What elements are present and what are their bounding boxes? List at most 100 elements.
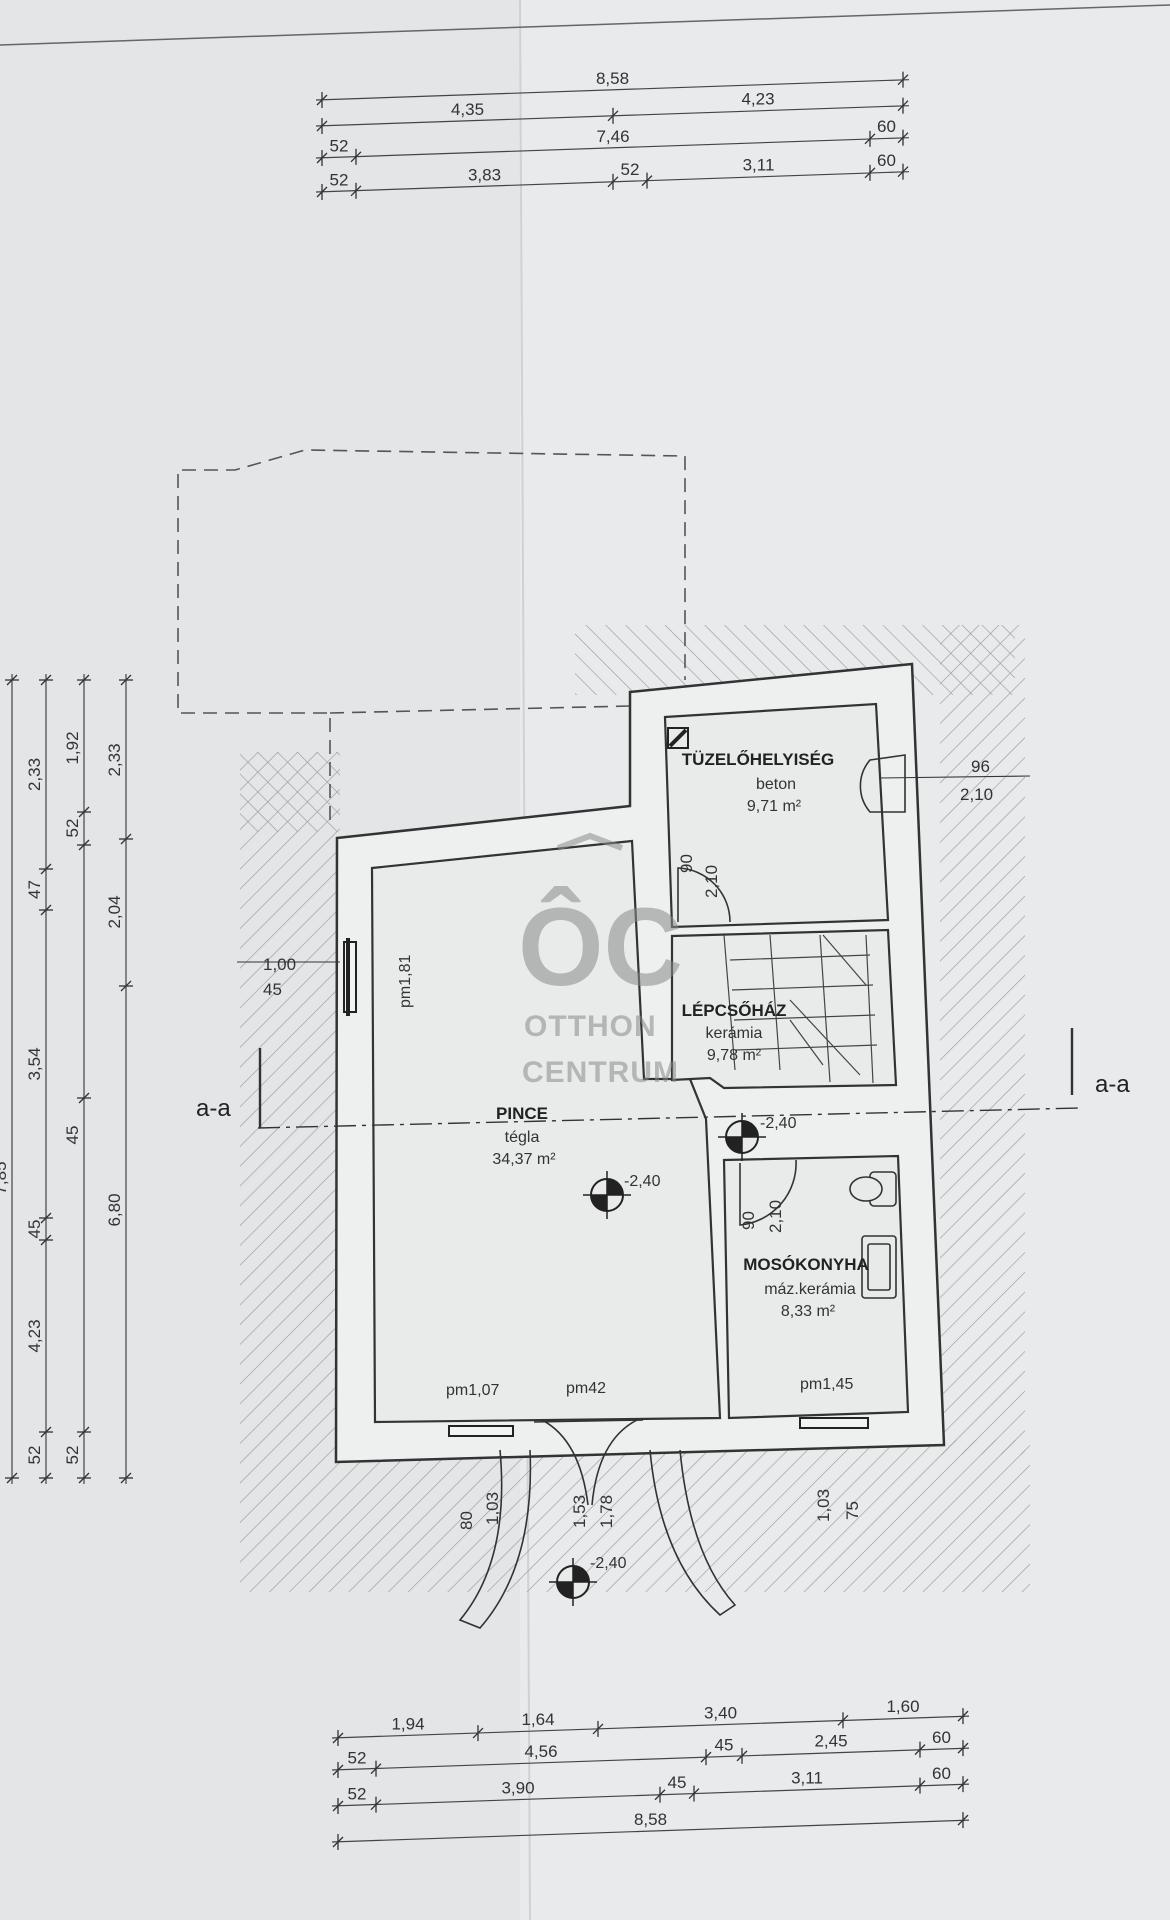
dimension-tick xyxy=(77,839,91,851)
dimension-value: 45 xyxy=(63,1126,82,1145)
watermark-line1: OTTHON xyxy=(524,1010,657,1043)
room-material-lepcso: kerámia xyxy=(706,1025,763,1042)
dimension-value: 52 xyxy=(330,170,349,189)
dimension-tick xyxy=(641,172,653,189)
dimension-value: 3,83 xyxy=(468,165,501,184)
dimension-tick xyxy=(39,1426,53,1438)
room-area-pince: 34,37 m² xyxy=(492,1151,556,1168)
opening-east-height: 2,10 xyxy=(960,785,993,804)
room-labels: PINCE tégla 34,37 m² TÜZELŐHELYISÉG beto… xyxy=(492,750,868,1320)
dimension-tick xyxy=(370,1760,382,1777)
dimension-tick xyxy=(77,1092,91,1104)
dimension-value: 6,80 xyxy=(105,1193,124,1226)
dimension-value: 52 xyxy=(63,819,82,838)
dimension-value: 45 xyxy=(715,1735,734,1754)
dimension-value: 3,40 xyxy=(704,1704,737,1723)
dimension-tick xyxy=(864,130,876,147)
opening-tuzelo-door-height: 2,10 xyxy=(702,865,721,898)
windows xyxy=(343,938,869,1437)
dimension-tick xyxy=(688,1785,700,1802)
dimension-tick xyxy=(607,173,619,190)
dimension-value: 1,94 xyxy=(391,1715,424,1734)
dimension-tick xyxy=(39,674,53,686)
dimension-value: 2,33 xyxy=(25,758,44,791)
section-line xyxy=(237,775,1081,1129)
dimension-value: 1,60 xyxy=(886,1697,919,1716)
dimension-value: 7,46 xyxy=(596,127,629,146)
dimension-tick xyxy=(77,674,91,686)
opening-moso-door-width: 90 xyxy=(739,1211,758,1230)
parapet-south-left: pm1,07 xyxy=(446,1382,499,1399)
dimension-value: 3,11 xyxy=(743,156,775,175)
dimension-value: 60 xyxy=(877,117,896,136)
dimension-chains: 8,58 4,35 4,23 52 7,46 60 52 3,83 52 3,11 60 1,94 1,… xyxy=(0,69,970,1850)
dimension-value: 1,92 xyxy=(63,731,82,764)
dimension-value: 2,33 xyxy=(105,743,124,776)
dimension-tick xyxy=(39,1472,53,1484)
dimension-tick xyxy=(316,184,328,200)
dimension-tick xyxy=(77,1426,91,1438)
dimension-tick xyxy=(592,1720,604,1737)
opening-south-left-height: 1,03 xyxy=(483,1492,502,1525)
dimension-tick xyxy=(77,806,91,818)
watermark: ÔC OTTHON CENTRUM xyxy=(518,832,683,1089)
dimension-tick xyxy=(957,1708,969,1725)
dimension-tick xyxy=(914,1741,926,1758)
sink-icon xyxy=(861,1235,897,1299)
dimension-value: 1,64 xyxy=(521,1710,554,1729)
room-name-tuzelo: TÜZELŐHELYISÉG xyxy=(682,750,834,769)
dimension-value: 8,58 xyxy=(634,1810,667,1829)
dimension-tick xyxy=(77,1472,91,1484)
dimension-tick xyxy=(316,92,328,108)
dimension-tick xyxy=(332,1798,344,1814)
dimension-tick xyxy=(350,148,362,165)
opening-east-width: 96 xyxy=(971,757,990,776)
watermark-monogram: ÔC xyxy=(518,886,683,1009)
earth-hatching xyxy=(240,625,1030,1592)
room-material-moso: máz.kerámia xyxy=(764,1281,856,1298)
dimension-tick xyxy=(119,674,133,686)
upper-footprint-outline xyxy=(177,449,686,820)
dimension-value: 52 xyxy=(63,1446,82,1465)
level-pince: -2,40 xyxy=(624,1173,661,1190)
dimension-tick xyxy=(897,71,909,88)
dimension-value: 52 xyxy=(25,1446,44,1465)
room-name-pince: PINCE xyxy=(496,1104,548,1123)
dimension-line xyxy=(331,1783,970,1807)
opening-south-door-height: 1,78 xyxy=(597,1495,616,1528)
dimension-tick xyxy=(957,1812,969,1829)
dimension-tick xyxy=(332,1834,344,1850)
dimension-value: 4,35 xyxy=(451,100,484,119)
level-hall: -2,40 xyxy=(760,1115,797,1132)
room-name-lepcso: LÉPCSŐHÁZ xyxy=(682,1001,787,1020)
opening-south-right-height: 75 xyxy=(843,1501,862,1520)
dimension-value: 3,90 xyxy=(501,1779,534,1798)
room-name-moso: MOSÓKONYHA xyxy=(743,1255,869,1274)
dimension-value: 2,45 xyxy=(814,1732,847,1751)
dimension-tick xyxy=(837,1712,849,1729)
dimension-tick xyxy=(957,1776,969,1793)
dimension-value: 3,54 xyxy=(25,1047,44,1080)
opening-south-door-width: 1,53 xyxy=(570,1495,589,1528)
dimension-value: 60 xyxy=(932,1764,951,1783)
dimension-tick xyxy=(897,163,909,180)
dimension-value: 2,04 xyxy=(105,895,124,928)
dimension-line xyxy=(315,79,910,101)
dimension-tick xyxy=(39,1212,53,1224)
dimension-line xyxy=(331,1819,970,1843)
dimension-tick xyxy=(316,150,328,166)
dimension-value: 52 xyxy=(330,136,349,155)
dimension-value: 4,23 xyxy=(25,1319,44,1352)
room-area-moso: 8,33 m² xyxy=(781,1303,836,1320)
dimension-value: 47 xyxy=(25,880,44,899)
section-mark-left: a-a xyxy=(196,1095,231,1122)
dimension-value: 45 xyxy=(668,1773,687,1792)
watermark-line2: CENTRUM xyxy=(522,1056,679,1089)
parapet-south-right: pm1,45 xyxy=(800,1376,853,1393)
dimension-tick xyxy=(119,980,133,992)
parapet-west-window: pm1,81 xyxy=(397,955,414,1008)
room-material-tuzelo: beton xyxy=(756,776,796,793)
opening-south-left-width: 80 xyxy=(457,1511,476,1530)
dimension-tick xyxy=(914,1777,926,1794)
dimension-value: 45 xyxy=(25,1220,44,1239)
